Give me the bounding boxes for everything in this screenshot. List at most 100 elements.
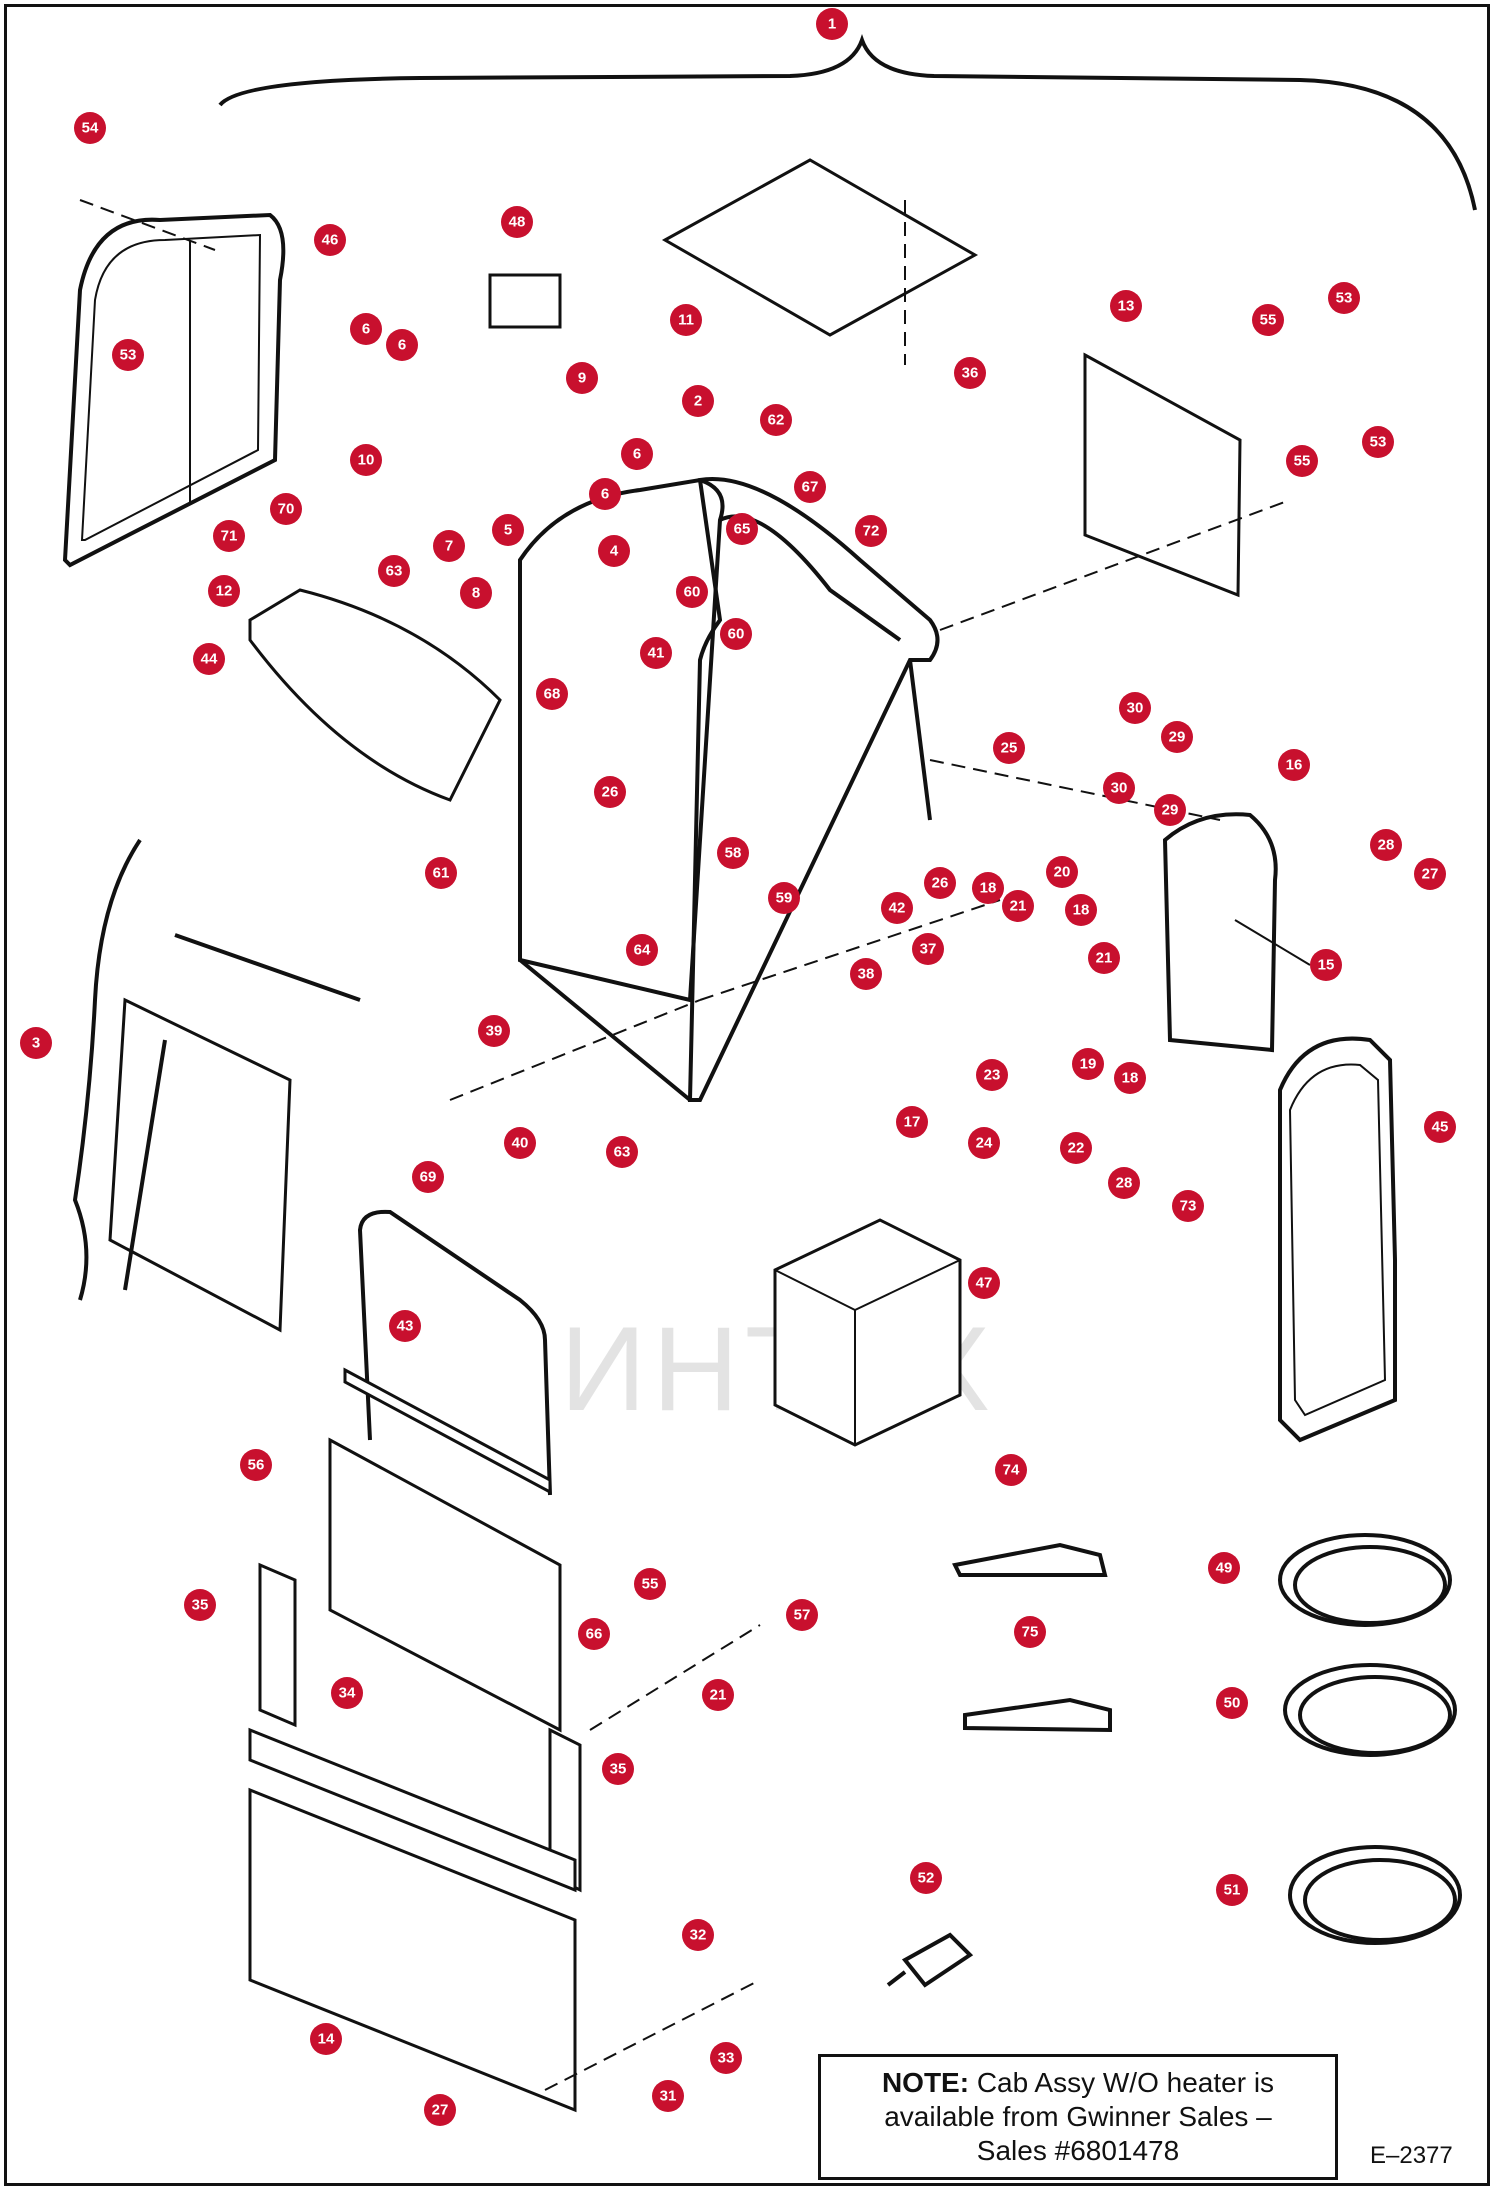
left-window-frame bbox=[62, 212, 286, 568]
callout-number: 28 bbox=[1116, 1175, 1133, 1192]
callout-number: 60 bbox=[684, 584, 701, 601]
callout-number: 18 bbox=[1073, 902, 1090, 919]
callout-number: 69 bbox=[420, 1169, 437, 1186]
callout-26: 26 bbox=[594, 776, 626, 808]
callout-64: 64 bbox=[626, 934, 658, 966]
callout-number: 54 bbox=[82, 120, 99, 137]
callout-6: 6 bbox=[386, 329, 418, 361]
callout-marker bbox=[760, 404, 792, 436]
note-label: NOTE: bbox=[881, 2067, 970, 2098]
callout-marker bbox=[350, 313, 382, 345]
note-line-1: Cab Assy W/O heater is bbox=[976, 2067, 1275, 2098]
callout-marker bbox=[786, 1599, 818, 1631]
callout-35: 35 bbox=[602, 1753, 634, 1785]
callout-43: 43 bbox=[389, 1310, 421, 1342]
callout-18: 18 bbox=[1065, 894, 1097, 926]
callout-marker bbox=[1216, 1687, 1248, 1719]
callout-47: 47 bbox=[968, 1267, 1000, 1299]
callout-number: 74 bbox=[1003, 1462, 1020, 1479]
callout-number: 62 bbox=[768, 412, 785, 429]
callout-marker bbox=[1286, 445, 1318, 477]
callout-marker bbox=[855, 515, 887, 547]
callout-number: 68 bbox=[544, 686, 561, 703]
callout-3: 3 bbox=[20, 1027, 52, 1059]
callout-63: 63 bbox=[606, 1136, 638, 1168]
callout-marker bbox=[412, 1161, 444, 1193]
small-box bbox=[488, 273, 562, 329]
callout-number: 24 bbox=[976, 1135, 993, 1152]
callout-marker bbox=[720, 618, 752, 650]
callout-number: 35 bbox=[192, 1597, 209, 1614]
callout-4: 4 bbox=[598, 535, 630, 567]
callout-marker bbox=[536, 678, 568, 710]
callout-number: 6 bbox=[633, 446, 641, 463]
callout-number: 23 bbox=[984, 1067, 1001, 1084]
callout-23: 23 bbox=[976, 1059, 1008, 1091]
callout-number: 6 bbox=[398, 337, 406, 354]
callout-number: 53 bbox=[1336, 290, 1353, 307]
callout-21: 21 bbox=[1002, 890, 1034, 922]
callout-27: 27 bbox=[1414, 858, 1446, 890]
callout-number: 13 bbox=[1118, 298, 1135, 315]
callout-marker bbox=[478, 1015, 510, 1047]
callout-75: 75 bbox=[1014, 1616, 1046, 1648]
callout-marker bbox=[1119, 692, 1151, 724]
seal-coil-50 bbox=[1283, 1663, 1457, 1757]
callout-number: 33 bbox=[718, 2050, 735, 2067]
callout-marker bbox=[1072, 1048, 1104, 1080]
callout-number: 19 bbox=[1080, 1056, 1097, 1073]
callout-number: 36 bbox=[962, 365, 979, 382]
callout-28: 28 bbox=[1108, 1167, 1140, 1199]
callout-marker bbox=[670, 304, 702, 336]
callout-marker bbox=[492, 514, 524, 546]
callout-marker bbox=[602, 1753, 634, 1785]
callout-number: 41 bbox=[648, 645, 665, 662]
callout-marker bbox=[1088, 942, 1120, 974]
callout-marker bbox=[1424, 1111, 1456, 1143]
note-line-3: Sales #6801478 bbox=[976, 2135, 1180, 2166]
callout-13: 13 bbox=[1110, 290, 1142, 322]
callout-number: 67 bbox=[802, 479, 819, 496]
callout-marker bbox=[1060, 1132, 1092, 1164]
callout-marker bbox=[1046, 856, 1078, 888]
callout-14: 14 bbox=[310, 2023, 342, 2055]
callout-36: 36 bbox=[954, 357, 986, 389]
callout-marker bbox=[310, 2023, 342, 2055]
callout-marker bbox=[1252, 304, 1284, 336]
callout-marker bbox=[717, 837, 749, 869]
callout-number: 27 bbox=[1422, 866, 1439, 883]
callout-34: 34 bbox=[331, 1677, 363, 1709]
callout-50: 50 bbox=[1216, 1687, 1248, 1719]
callout-marker bbox=[504, 1127, 536, 1159]
callout-marker bbox=[20, 1027, 52, 1059]
callout-48: 48 bbox=[501, 206, 533, 238]
callout-37: 37 bbox=[912, 933, 944, 965]
callout-number: 21 bbox=[1010, 898, 1027, 915]
callout-6: 6 bbox=[589, 478, 621, 510]
callout-marker bbox=[1114, 1062, 1146, 1094]
callout-number: 55 bbox=[642, 1576, 659, 1593]
callout-number: 58 bbox=[725, 845, 742, 862]
callout-marker bbox=[1110, 290, 1142, 322]
callout-number: 39 bbox=[486, 1023, 503, 1040]
callout-number: 11 bbox=[678, 312, 694, 329]
callout-marker bbox=[386, 329, 418, 361]
callout-60: 60 bbox=[720, 618, 752, 650]
callout-marker bbox=[993, 732, 1025, 764]
callout-10: 10 bbox=[350, 444, 382, 476]
callout-marker bbox=[1002, 890, 1034, 922]
callout-57: 57 bbox=[786, 1599, 818, 1631]
callout-67: 67 bbox=[794, 471, 826, 503]
battery-box bbox=[773, 1218, 962, 1447]
callout-number: 7 bbox=[445, 538, 453, 555]
callout-63: 63 bbox=[378, 555, 410, 587]
callout-30: 30 bbox=[1103, 772, 1135, 804]
callout-marker bbox=[598, 535, 630, 567]
callout-21: 21 bbox=[1088, 942, 1120, 974]
callout-marker bbox=[652, 2080, 684, 2112]
callout-number: 72 bbox=[863, 523, 880, 540]
callout-number: 10 bbox=[358, 452, 375, 469]
callout-marker bbox=[1370, 829, 1402, 861]
callout-40: 40 bbox=[504, 1127, 536, 1159]
callout-52: 52 bbox=[910, 1862, 942, 1894]
